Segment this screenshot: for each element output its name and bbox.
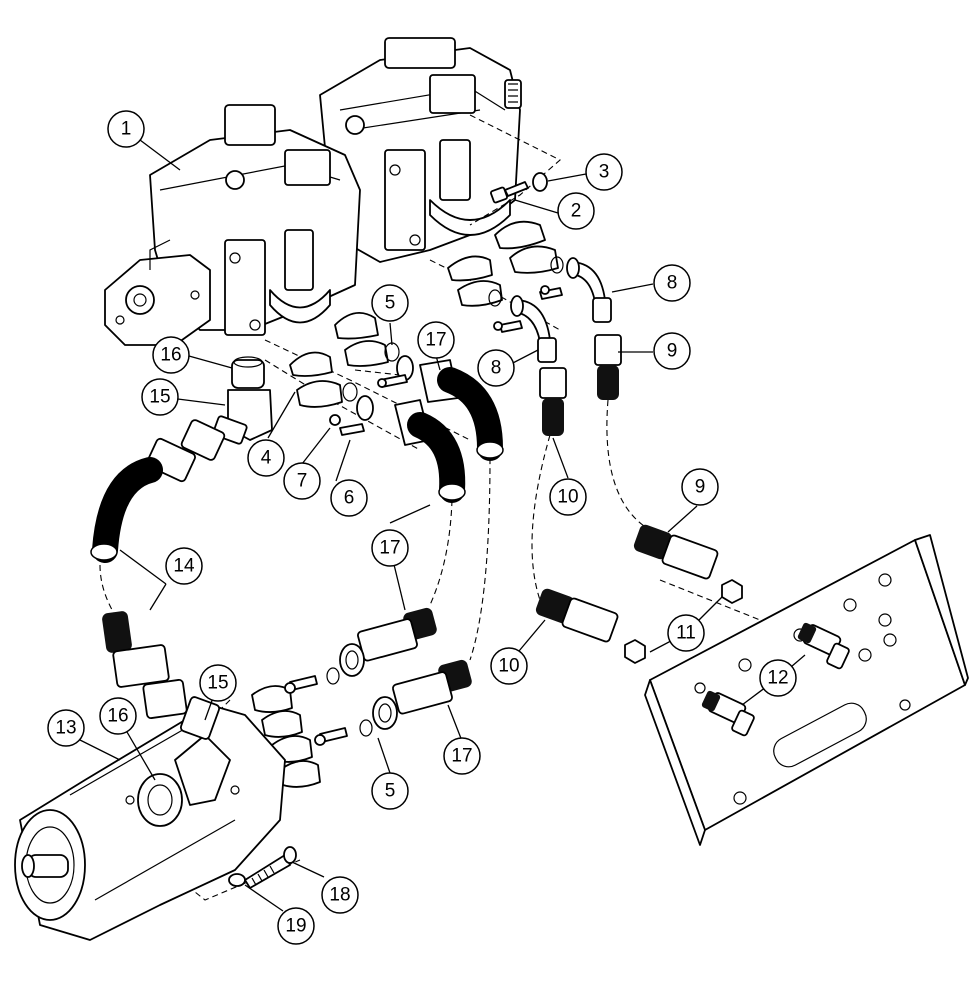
callout-10-lower: 10 [490,647,528,685]
callout-7: 7 [283,462,321,500]
callout-label: 5 [385,781,396,802]
upper-flange-fittings [212,172,622,445]
callout-16-upper: 16 [152,336,190,374]
callout-14: 14 [165,547,203,585]
callout-label: 12 [767,668,788,689]
callout-label: 9 [695,477,706,498]
bulkhead-bracket [644,534,969,846]
callout-label: 10 [498,656,519,677]
callout-12: 12 [759,659,797,697]
callout-label: 8 [491,358,502,379]
callout-8-upper: 8 [653,264,691,302]
callouts: 1 2 3 4 5 5 6 7 8 8 9 9 10 10 11 12 13 1… [47,110,797,945]
callout-label: 10 [557,487,578,508]
callout-17-upper: 17 [417,321,455,359]
hoses [90,359,743,788]
callout-19: 19 [277,907,315,945]
callout-label: 6 [344,488,355,509]
callout-15-lower: 15 [199,664,237,702]
callout-label: 17 [379,538,400,559]
callout-label: 7 [297,471,308,492]
callout-label: 16 [160,345,181,366]
mounting-bolt [228,846,297,889]
callout-8-lower: 8 [477,349,515,387]
callout-13: 13 [47,709,85,747]
callout-16-lower: 16 [99,697,137,735]
callout-10-upper: 10 [549,478,587,516]
callout-4: 4 [247,439,285,477]
callout-label: 17 [425,330,446,351]
hydraulic-motor [14,696,286,941]
callout-17-lower: 17 [443,737,481,775]
callout-label: 8 [667,273,678,294]
callout-label: 5 [385,293,396,314]
callout-label: 16 [107,706,128,727]
callout-1: 1 [107,110,145,148]
callout-label: 4 [261,448,272,469]
tandem-pump-assembly [104,37,522,346]
callout-17-middle: 17 [371,529,409,567]
callout-18: 18 [321,876,359,914]
callout-label: 17 [451,746,472,767]
callout-9-lower: 9 [681,468,719,506]
callout-label: 3 [599,162,610,183]
callout-2: 2 [557,192,595,230]
callout-label: 9 [667,341,678,362]
callout-11: 11 [667,614,705,652]
callout-label: 11 [676,623,696,644]
callout-label: 19 [285,916,306,937]
callout-9-upper: 9 [653,332,691,370]
callout-5-lower: 5 [371,772,409,810]
callout-label: 15 [207,673,228,694]
callout-3: 3 [585,153,623,191]
callout-label: 1 [121,119,132,140]
callout-label: 13 [55,718,76,739]
callout-6: 6 [330,479,368,517]
callout-15-upper: 15 [141,378,179,416]
callout-label: 15 [149,387,170,408]
callout-label: 14 [173,556,195,577]
callout-label: 18 [329,885,350,906]
callout-5-upper: 5 [371,284,409,322]
callout-label: 2 [571,201,582,222]
